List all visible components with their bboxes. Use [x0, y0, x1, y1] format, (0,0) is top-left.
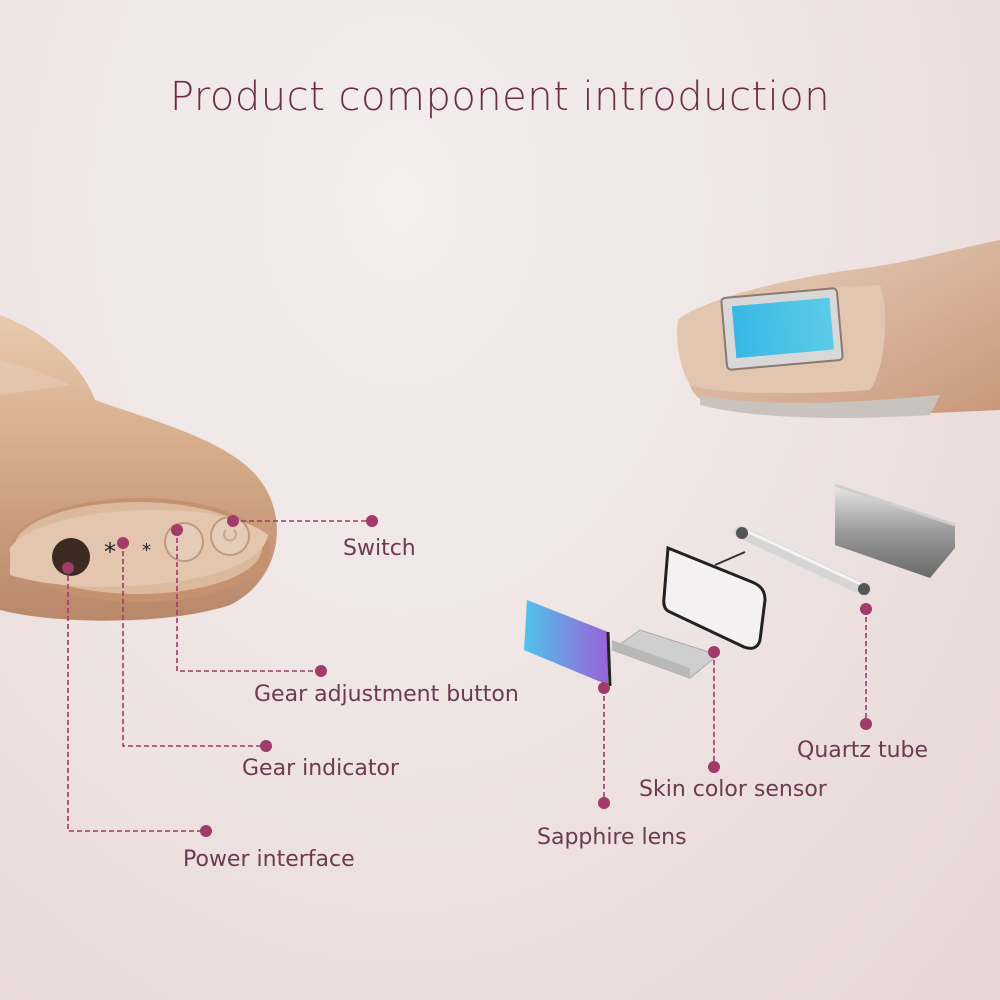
- device-handle: * *: [0, 315, 277, 621]
- callout-power-interface: Power interface: [183, 847, 355, 872]
- svg-text:*: *: [142, 540, 151, 561]
- power-port-icon: [52, 538, 90, 576]
- quartz-tube-part: [734, 526, 871, 596]
- callout-dots: [62, 515, 872, 837]
- reflector-part: [835, 485, 955, 578]
- callout-sapphire-lens: Sapphire lens: [537, 825, 687, 850]
- gear-button-icon: [164, 522, 204, 562]
- exploded-components: [524, 483, 956, 687]
- callout-skin-color-sensor: Skin color sensor: [639, 777, 827, 802]
- callout-lines: [67, 520, 867, 832]
- treatment-window: [731, 297, 834, 359]
- sapphire-lens-part: [524, 600, 608, 685]
- callout-quartz-tube: Quartz tube: [797, 738, 929, 763]
- device-head: [677, 240, 1000, 418]
- callout-gear-indicator: Gear indicator: [242, 756, 399, 781]
- callout-gear-adjustment-button: Gear adjustment button: [254, 682, 519, 707]
- page-title: Product component introduction: [169, 74, 831, 120]
- callout-switch: Switch: [343, 536, 416, 561]
- filter-frame-part: [662, 545, 767, 650]
- gear-indicator-icon: *: [104, 538, 116, 566]
